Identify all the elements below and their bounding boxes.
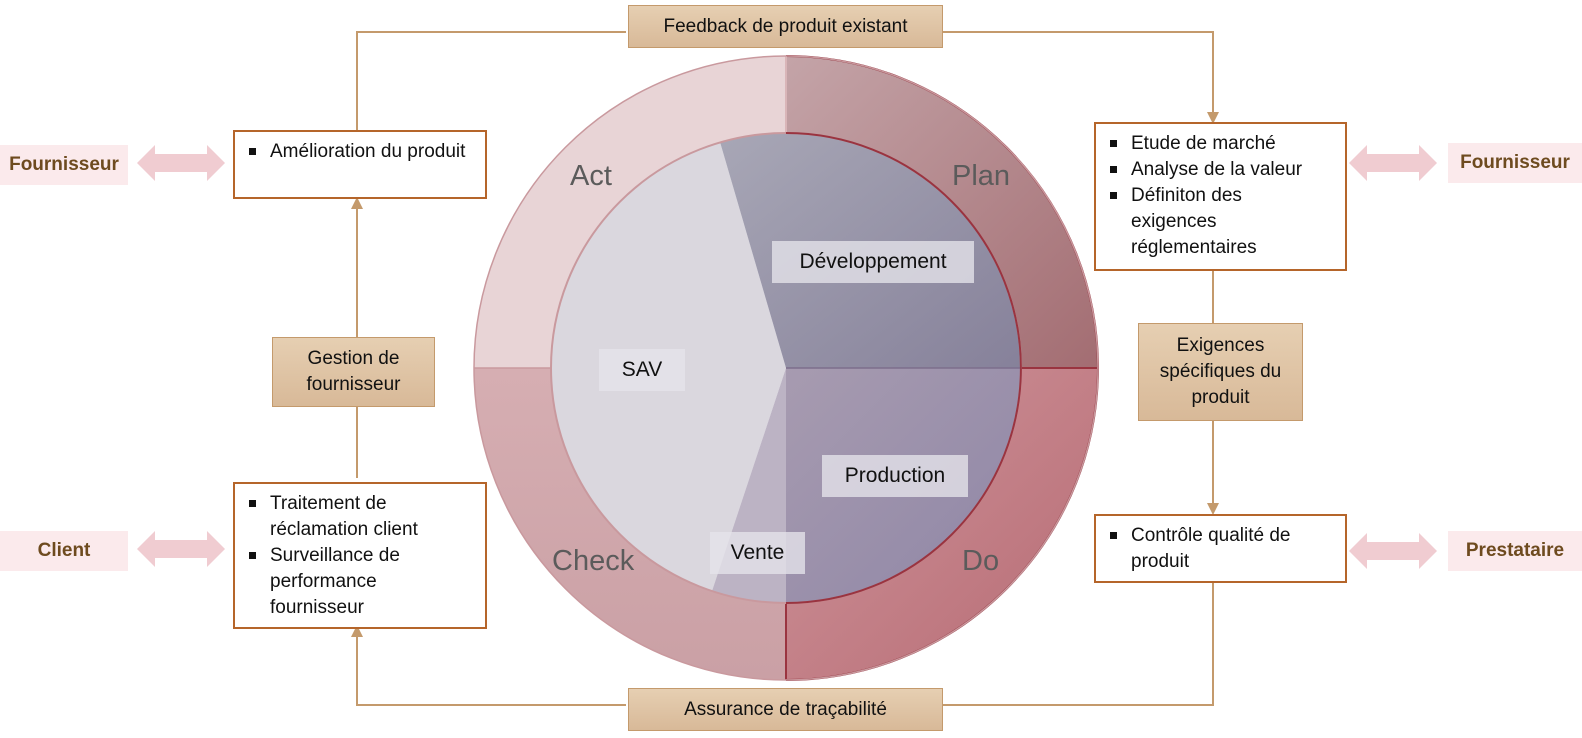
box-traitement: Traitement de réclamation client Surveil…	[233, 482, 487, 629]
arrowhead-left	[351, 197, 363, 209]
connector-top-right	[943, 31, 1214, 112]
pie-edge-right	[785, 132, 1022, 604]
double-arrow-bottom-right	[1349, 533, 1437, 569]
list-item: Etude de marché	[1104, 131, 1337, 157]
list-item: Surveillance de performance fournisseur	[243, 543, 420, 621]
arrowhead-right	[1207, 503, 1219, 515]
sector-developpement: Développement	[772, 241, 974, 283]
sector-production: Production	[822, 455, 968, 497]
list-item: Définiton des exigences réglementaires	[1104, 183, 1281, 261]
process-tracabilite-label: Assurance de traçabilité	[684, 698, 887, 720]
label-act: Act	[570, 160, 612, 192]
actor-label: Prestataire	[1465, 540, 1565, 561]
sector-sav: SAV	[599, 349, 685, 391]
ring-do	[786, 368, 1098, 680]
actor-label: Fournisseur	[1460, 152, 1570, 173]
ring-outer-edge	[473, 55, 1099, 681]
ring-check	[474, 368, 786, 680]
process-gestion-fournisseur-label: Gestion de fournisseur	[306, 348, 401, 395]
connector-top-left	[356, 31, 626, 130]
arrowhead-top-right	[1207, 112, 1219, 124]
double-arrow-top-right	[1349, 145, 1437, 181]
list-item: Analyse de la valeur	[1104, 157, 1337, 183]
list-item: Contrôle qualité de produit	[1104, 523, 1321, 575]
box-etude: Etude de marché Analyse de la valeur Déf…	[1094, 122, 1347, 271]
box-amelioration: Amélioration du produit	[233, 130, 487, 199]
actor-label: Client	[37, 540, 91, 561]
list-item: Amélioration du produit	[243, 139, 477, 165]
process-feedback: Feedback de produit existant	[628, 5, 943, 48]
connector-bottom-right	[943, 578, 1214, 706]
ring-act	[474, 56, 786, 368]
box-controle: Contrôle qualité de produit	[1094, 514, 1347, 583]
actor-fournisseur-right: Fournisseur	[1448, 143, 1582, 183]
double-arrow-top-left	[137, 145, 225, 181]
arrowhead-bottom-left	[351, 625, 363, 637]
label-check: Check	[552, 545, 635, 577]
label-plan: Plan	[952, 160, 1011, 192]
process-exigences: Exigences spécifiques du produit	[1138, 323, 1303, 421]
process-tracabilite: Assurance de traçabilité	[628, 688, 943, 731]
process-feedback-label: Feedback de produit existant	[663, 15, 908, 37]
process-exigences-label: Exigences spécifiques du produit	[1159, 335, 1282, 408]
sector-vente: Vente	[710, 532, 805, 574]
actor-prestataire: Prestataire	[1448, 531, 1582, 571]
actor-client: Client	[0, 531, 128, 571]
actor-fournisseur-left: Fournisseur	[0, 145, 128, 185]
label-do: Do	[962, 545, 1000, 577]
process-gestion-fournisseur: Gestion de fournisseur	[272, 337, 435, 407]
actor-label: Fournisseur	[9, 154, 119, 175]
ring-plan	[786, 56, 1098, 368]
connector-bottom-left	[356, 635, 626, 706]
double-arrow-bottom-left	[137, 531, 225, 567]
list-item: Traitement de réclamation client	[243, 491, 445, 543]
